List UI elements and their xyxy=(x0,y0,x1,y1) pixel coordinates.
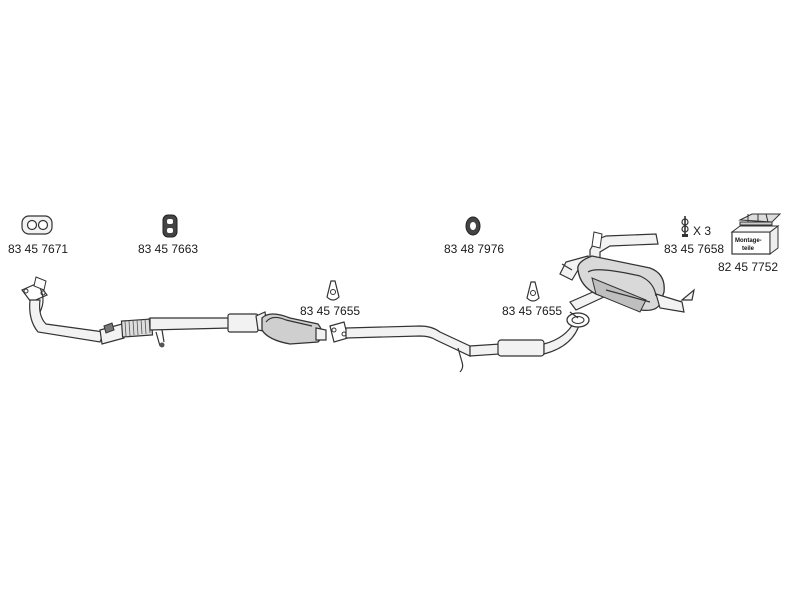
middle-pipe xyxy=(345,321,581,373)
mounting-kit-box-icon: Montage- teile xyxy=(730,213,782,255)
rear-muffler xyxy=(559,231,695,319)
part-number-label: 83 45 7655 xyxy=(300,304,361,318)
kit-box-text-1: Montage- xyxy=(735,238,762,244)
part-number-label: 83 45 7663 xyxy=(138,242,199,256)
part-number-label: 83 48 7976 xyxy=(444,242,505,256)
part-number-label: 83 45 7671 xyxy=(8,242,69,256)
kit-box-text-2: teile xyxy=(742,246,755,252)
part-number-label: 83 45 7658 xyxy=(664,242,725,256)
flex-pipe xyxy=(99,317,165,348)
front-downpipe xyxy=(21,276,105,343)
spring-bolt-icon xyxy=(681,216,689,237)
clamp-icon xyxy=(326,280,340,301)
quantity-label: X 3 xyxy=(693,224,712,238)
rubber-hanger-icon xyxy=(162,214,178,238)
gasket-icon xyxy=(21,215,53,235)
part-number-label: 82 45 7752 xyxy=(718,260,779,274)
clamp-icon xyxy=(526,281,540,302)
part-number-label: 83 45 7655 xyxy=(502,304,563,318)
catalytic-converter-section xyxy=(149,311,327,345)
rubber-ring-icon xyxy=(465,216,481,236)
center-flange xyxy=(329,321,349,343)
rear-flange xyxy=(566,312,590,328)
